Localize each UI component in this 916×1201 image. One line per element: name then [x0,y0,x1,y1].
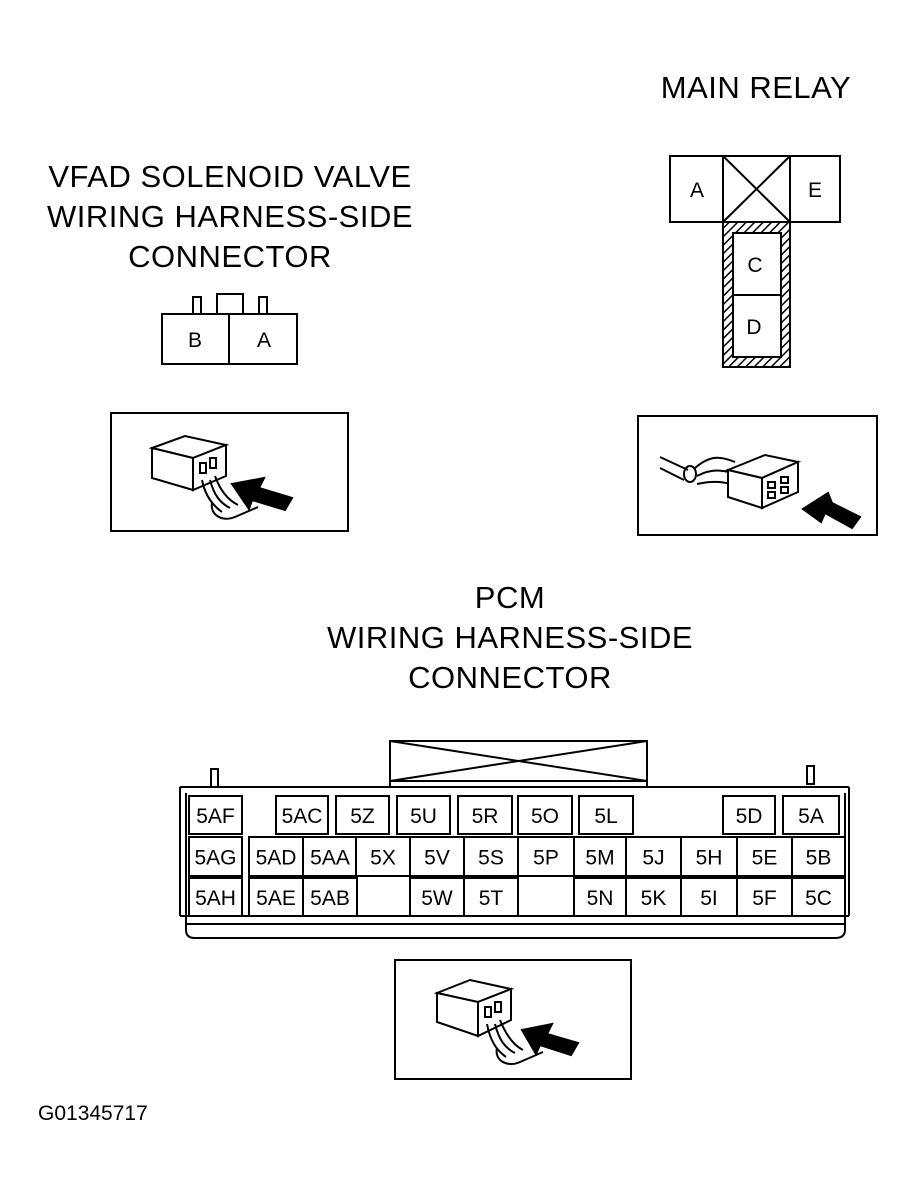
vfad-title-line-1: VFAD SOLENOID VALVE [48,159,412,194]
pcm-terminal-label: 5V [424,847,450,870]
pcm-title: PCM WIRING HARNESS-SIDE CONNECTOR [300,578,720,698]
pcm-terminal-grid: 5AF 5AC 5Z 5U 5R 5O 5L 5D 5A 5AG 5AD 5AA 5X 5V 5S 5P 5M 5… [188,795,846,917]
pcm-terminal-label: 5AC [282,805,323,828]
pcm-terminal-label: 5AB [310,887,350,910]
pcm-terminal-label: 5A [798,805,824,828]
pcm-terminal-cell [396,795,451,835]
pcm-terminal-cell [578,795,634,835]
pcm-terminal-cell [302,877,358,917]
pcm-terminal-label: 5AA [310,847,350,870]
pcm-terminal-cell [736,836,793,877]
pcm-terminal-cell [736,877,793,917]
pcm-terminal-label: 5O [531,805,559,828]
pcm-terminal-label: 5L [594,805,617,828]
pcm-terminal-label: 5AH [195,887,236,910]
pcm-terminal-cell [188,795,243,835]
pcm-terminal-cell [573,877,627,917]
relay-terminal-d: D [746,316,761,339]
pcm-title-line-3: CONNECTOR [408,660,612,695]
pcm-terminal-label: 5AE [256,887,296,910]
pcm-terminal-cell [782,795,840,835]
pcm-terminal-label: 5J [642,847,664,870]
pcm-terminal-cell [625,877,682,917]
main-relay-title-line: MAIN RELAY [660,70,852,105]
pcm-terminal-label: 5E [752,847,778,870]
pcm-terminal-label: 5F [752,887,777,910]
pcm-terminal-cell [335,795,390,835]
pcm-terminal-label: 5C [805,887,832,910]
pcm-terminal-cell [457,795,513,835]
figure-code: G01345717 [38,1102,148,1125]
pcm-terminal-cell [722,795,776,835]
pcm-terminal-cell [188,877,243,917]
pcm-terminal-cell [409,877,465,917]
pcm-terminal-label: 5P [533,847,559,870]
pcm-terminal-cell [355,836,411,877]
vfad-terminal-b: B [188,329,202,352]
pcm-terminal-cell [680,836,738,877]
relay-terminal-c: C [747,254,762,277]
pcm-terminal-cell [517,795,573,835]
pcm-terminal-cell [275,795,329,835]
relay-terminal-a: A [690,179,704,202]
pcm-title-line-1: PCM [474,580,546,615]
pcm-terminal-label: 5U [410,805,437,828]
vfad-terminal-a: A [257,329,271,352]
pcm-terminal-cell [188,836,243,877]
pcm-terminal-cell [625,836,682,877]
pcm-terminal-label: 5M [585,847,614,870]
vfad-title: VFAD SOLENOID VALVE WIRING HARNESS-SIDE … [20,157,440,277]
relay-terminal-e: E [808,179,822,202]
pcm-terminal-cell [302,836,358,877]
pcm-terminal-label: 5T [479,887,504,910]
pcm-terminal-cell [248,836,304,877]
main-relay-connector [669,155,841,368]
vfad-title-line-3: CONNECTOR [128,239,332,274]
pcm-terminal-label: 5W [421,887,453,910]
pcm-terminal-label: 5Z [350,805,375,828]
pcm-terminal-label: 5B [806,847,832,870]
relay-view-illustration [637,415,878,536]
pcm-title-line-2: WIRING HARNESS-SIDE [326,620,694,655]
vfad-connector [161,293,298,365]
vfad-title-line-2: WIRING HARNESS-SIDE [46,199,414,234]
pcm-terminal-label: 5AD [256,847,297,870]
pcm-terminal-cell [791,836,846,877]
pcm-terminal-label: 5I [700,887,718,910]
pcm-terminal-label: 5X [370,847,396,870]
pcm-terminal-cell [463,877,519,917]
pcm-terminal-label: 5R [472,805,499,828]
pcm-terminal-label: 5H [696,847,723,870]
pcm-terminal-label: 5S [478,847,504,870]
pcm-terminal-label: 5AF [196,805,235,828]
pcm-view-illustration [394,959,632,1080]
pcm-terminal-cell [791,877,846,917]
vfad-view-illustration [110,412,349,532]
pcm-terminal-label: 5K [641,887,667,910]
pcm-terminal-label: 5N [587,887,614,910]
pcm-terminal-label: 5D [736,805,763,828]
main-relay-title: MAIN RELAY [650,68,862,108]
pcm-terminal-label: 5AG [194,847,236,870]
pcm-connector-housing [179,740,850,939]
